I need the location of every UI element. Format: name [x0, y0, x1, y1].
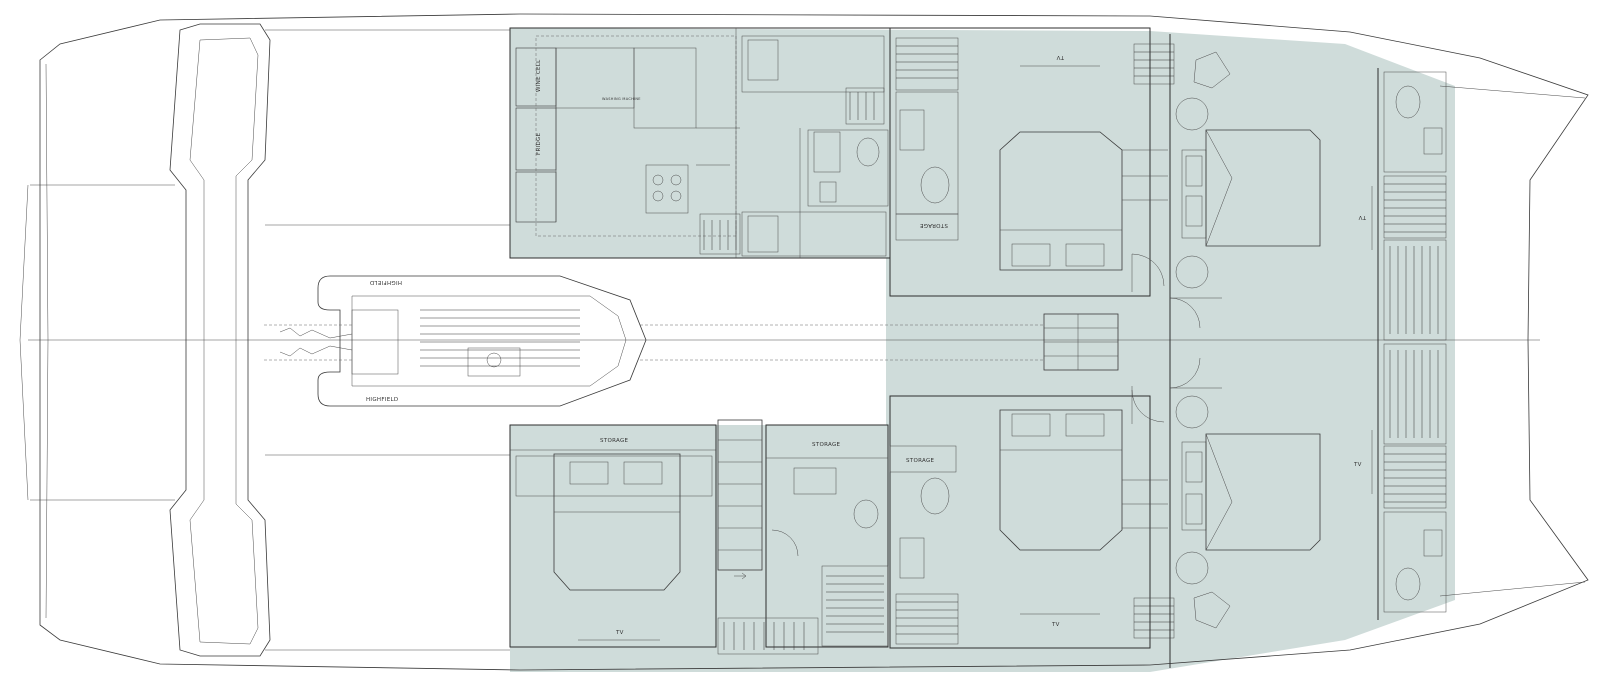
storage-port-fwd-label: STORAGE [919, 222, 948, 228]
fwd-suites: TV TV [1169, 34, 1447, 668]
tv-stbd-aft-label: TV [615, 630, 624, 636]
stbd-mid-cabin: STORAGE TV [889, 386, 1175, 649]
port-mid-cabin: STORAGE TV [889, 27, 1175, 297]
hull-outline [19, 13, 1589, 671]
tv-port-fwd-label: TV [1056, 54, 1065, 60]
storage-stbd-mid-label: STORAGE [812, 442, 841, 448]
tv-stbd-mid-label: TV [1051, 622, 1060, 628]
wine-cell-label: WINE CELL [536, 59, 542, 92]
tender-brand-top: HIGHFIELD [370, 279, 402, 285]
storage-stbd-fwd-label: STORAGE [906, 458, 935, 464]
fridge-label: FRIDGE [536, 132, 542, 155]
storage-stbd-aft-label: STORAGE [600, 438, 629, 444]
tender: HIGHFIELD HIGHFIELD [264, 275, 647, 407]
tv-fwd-stbd-label: TV [1353, 462, 1362, 468]
tender-brand-bottom: HIGHFIELD [366, 397, 398, 403]
interior-shading [510, 28, 1455, 672]
tv-fwd-port-label: TV [1358, 214, 1367, 220]
stbd-heads: STORAGE [717, 424, 889, 655]
aft-cockpit [169, 23, 510, 657]
stbd-stairs [717, 419, 763, 571]
center-stairs [640, 313, 1119, 371]
galley: WINE CELL FRIDGE WASHING MACHINE [509, 27, 891, 259]
stbd-aft-cabin: STORAGE TV [509, 424, 747, 648]
washing-machine-label: WASHING MACHINE [602, 97, 641, 101]
